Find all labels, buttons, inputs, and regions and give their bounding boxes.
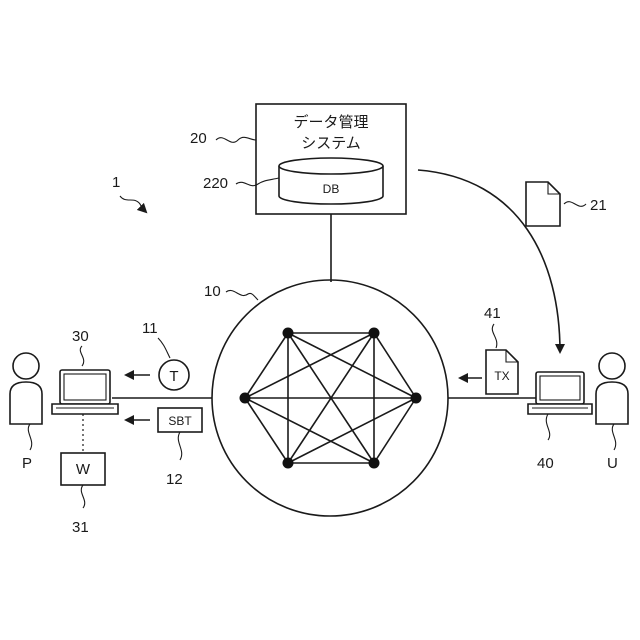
- document-leader: [564, 202, 586, 207]
- data-management-system: データ管理 システム DB: [256, 104, 406, 214]
- person-u-icon: [596, 353, 628, 424]
- transaction-document-icon: TX: [486, 350, 518, 394]
- dms-ref-label: 20: [190, 130, 207, 147]
- wallet-ref-label: 31: [72, 519, 89, 536]
- network-node: [240, 393, 251, 404]
- blockchain-network: [212, 280, 448, 516]
- network-ref-label: 10: [204, 283, 221, 300]
- person-p-label: P: [22, 455, 32, 472]
- wallet-label: W: [76, 461, 91, 478]
- network-ref-leader: [226, 290, 258, 300]
- token-leader: [158, 338, 170, 358]
- network-node: [369, 328, 380, 339]
- person-u-label: U: [607, 455, 618, 472]
- db-ref-label: 220: [203, 175, 228, 192]
- network-mesh: [245, 333, 416, 463]
- system-ref-label: 1: [112, 174, 120, 191]
- token-label: T: [169, 368, 178, 385]
- issuer-terminal-leader: [80, 346, 83, 366]
- dms-title-line1: データ管理: [293, 113, 368, 131]
- sbt-label: SBT: [168, 414, 192, 428]
- user-laptop-icon: [528, 372, 592, 414]
- person-u-leader: [612, 424, 615, 450]
- wallet-leader: [81, 485, 84, 508]
- transaction-label: TX: [494, 369, 509, 383]
- token-ref-label: 11: [142, 320, 158, 337]
- user-terminal-ref-label: 40: [537, 455, 554, 472]
- sbt-ref-label: 12: [166, 471, 183, 488]
- person-p-leader: [28, 424, 31, 450]
- issuer-laptop-icon: [52, 370, 118, 414]
- person-p-icon: [10, 353, 42, 424]
- database-icon: DB: [279, 158, 383, 204]
- dms-ref-leader: [216, 137, 256, 142]
- db-label: DB: [323, 182, 340, 196]
- network-node: [283, 328, 294, 339]
- document-ref-label: 21: [590, 197, 607, 214]
- dms-title-line2: システム: [301, 134, 361, 152]
- network-node: [411, 393, 422, 404]
- user-terminal-leader: [546, 414, 549, 440]
- system-ref-arrow: [120, 196, 146, 212]
- network-node: [283, 458, 294, 469]
- network-node: [369, 458, 380, 469]
- issuer-terminal-ref-label: 30: [72, 328, 89, 345]
- sbt-leader: [178, 432, 181, 460]
- transaction-leader: [492, 324, 497, 348]
- document-icon: [526, 182, 560, 226]
- transaction-ref-label: 41: [484, 305, 501, 322]
